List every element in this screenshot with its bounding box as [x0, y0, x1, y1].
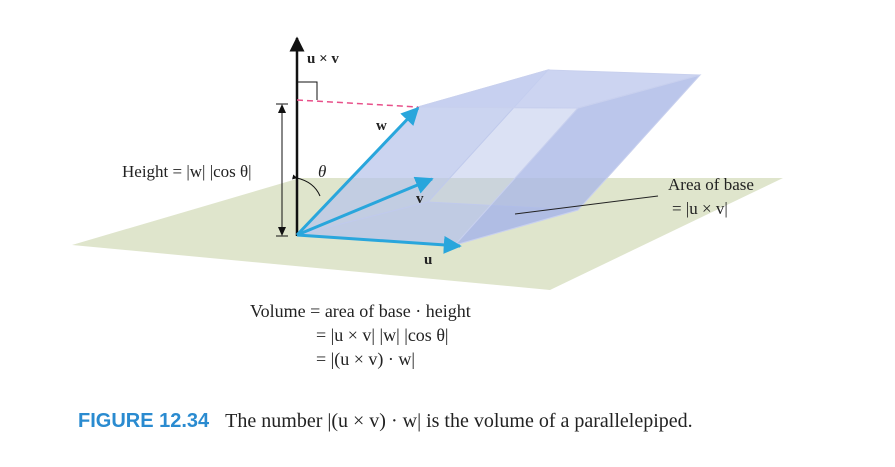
u-label: u	[424, 252, 432, 268]
volume-equation-line2: = |u × v| |w| |cos θ|	[316, 325, 449, 345]
figure-number: FIGURE 12.34	[78, 410, 210, 432]
parallelepiped-diagram: u × v w v u θ Height = |w| |cos θ| Area …	[72, 36, 783, 290]
height-measure-bottom-arrow	[278, 227, 286, 236]
right-angle-mark	[297, 81, 318, 100]
top-face	[417, 69, 701, 109]
vector-w	[295, 106, 420, 237]
figure-caption: FIGURE 12.34 The number |(u × v) · w| is …	[78, 410, 693, 433]
figure-caption-text: The number |(u × v) · w| is the volume o…	[225, 410, 693, 432]
w-label: w	[376, 118, 387, 134]
area-pointer-line	[514, 195, 659, 215]
theta-label: θ	[318, 162, 326, 181]
cross-product-label: u × v	[307, 51, 339, 67]
projection-dashed-line	[296, 99, 419, 108]
height-measure-top-arrow	[278, 104, 286, 113]
volume-equation-line1: Volume = area of base · height	[250, 301, 471, 321]
area-of-base-label: Area of base	[668, 175, 754, 194]
v-label: v	[416, 191, 424, 207]
volume-equation-line3: = |(u × v) · w|	[316, 349, 415, 369]
theta-arc	[292, 174, 321, 197]
area-of-base-value: = |u × v|	[672, 199, 728, 218]
vector-u	[296, 233, 462, 254]
height-label: Height = |w| |cos θ|	[122, 162, 252, 181]
vector-v	[296, 176, 434, 237]
